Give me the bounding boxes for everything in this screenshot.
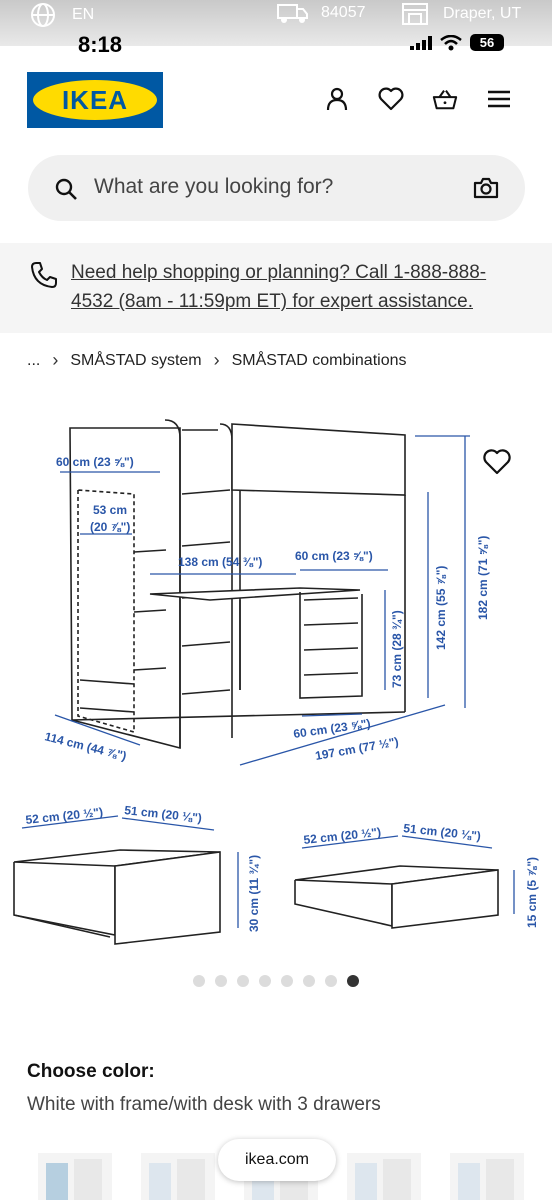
carousel-dots — [0, 975, 552, 987]
status-time: 8:18 — [78, 32, 123, 57]
dimension-label: 197 cm (77 ½") — [314, 735, 400, 763]
carousel-dot[interactable] — [215, 975, 227, 987]
dimension-label: 73 cm (28 ¾") — [390, 610, 404, 688]
dimension-label: 52 cm (20 ½") — [25, 805, 104, 827]
site-header: IKEA — [0, 56, 552, 146]
dimension-label: 60 cm (23 ⅝") — [292, 716, 371, 741]
color-option[interactable] — [38, 1153, 112, 1200]
dimension-label: 138 cm (54 ⅜") — [178, 555, 262, 569]
camera-search-icon[interactable] — [473, 177, 499, 199]
truck-icon — [277, 4, 308, 23]
language-selector[interactable]: EN — [30, 2, 94, 28]
signal-icon — [410, 35, 432, 50]
breadcrumb-item-smastad-combinations[interactable]: SMÅSTAD combinations — [231, 351, 407, 369]
breadcrumb: ... › SMÅSTAD system › SMÅSTAD combinati… — [27, 350, 407, 371]
dimension-label: 52 cm (20 ½") — [303, 825, 382, 847]
product-dimension-image[interactable]: 60 cm (23 ⅝") 53 cm (20 ⅞") 138 cm (54 ⅜… — [0, 405, 552, 965]
search-bar[interactable]: What are you looking for? — [28, 155, 525, 221]
breadcrumb-item-smastad-system[interactable]: SMÅSTAD system — [70, 351, 202, 369]
dimension-label: 51 cm (20 ⅛") — [403, 821, 482, 843]
carousel-dot[interactable] — [193, 975, 205, 987]
wifi-icon — [440, 34, 462, 50]
ikea-logo[interactable]: IKEA — [27, 72, 163, 128]
dimension-label: (20 ⅞") — [90, 520, 130, 534]
breadcrumb-ellipsis[interactable]: ... — [27, 351, 41, 369]
help-banner: Need help shopping or planning? Call 1-8… — [0, 243, 552, 333]
color-option[interactable] — [347, 1153, 421, 1200]
dimension-label: 182 cm (71 ⅝") — [476, 536, 490, 620]
store-icon — [402, 3, 428, 25]
zip-label: 84057 — [321, 4, 366, 21]
dimension-label: 142 cm (55 ⅞") — [434, 566, 448, 650]
selected-color-value: White with frame/with desk with 3 drawer… — [27, 1094, 381, 1115]
language-label: EN — [72, 6, 95, 23]
favorites-icon[interactable] — [378, 86, 404, 112]
store-selector[interactable]: Draper, UT — [401, 2, 521, 26]
battery-icon: 56 — [470, 34, 504, 51]
favorite-heart-icon[interactable] — [483, 449, 511, 475]
choose-color-label: Choose color: — [27, 1061, 155, 1082]
chevron-right-icon: › — [213, 350, 220, 370]
system-icons: 56 — [410, 34, 504, 51]
globe-icon — [31, 3, 55, 27]
carousel-dot-active[interactable] — [347, 975, 359, 987]
dimension-label: 114 cm (44 ⅞") — [43, 729, 128, 763]
chevron-right-icon: › — [52, 350, 59, 370]
search-icon — [55, 178, 77, 200]
dimension-label: 53 cm — [93, 503, 127, 517]
account-icon[interactable] — [324, 86, 350, 112]
browser-url-bar[interactable]: ikea.com — [218, 1139, 336, 1181]
search-input[interactable]: What are you looking for? — [94, 175, 334, 198]
carousel-dot[interactable] — [237, 975, 249, 987]
help-link[interactable]: Need help shopping or planning? Call 1-8… — [71, 262, 487, 312]
carousel-dot[interactable] — [281, 975, 293, 987]
color-option[interactable] — [141, 1153, 215, 1200]
carousel-dot[interactable] — [325, 975, 337, 987]
dimension-label: 30 cm (11 ¾") — [247, 855, 261, 932]
dimension-label: 60 cm (23 ⅝") — [295, 549, 373, 563]
dimension-label: 51 cm (20 ⅛") — [124, 803, 203, 825]
color-option[interactable] — [450, 1153, 524, 1200]
carousel-dot[interactable] — [259, 975, 271, 987]
dimension-label: 15 cm (5 ⅞") — [525, 857, 539, 928]
logo-text: IKEA — [33, 80, 157, 120]
header-icons — [324, 86, 512, 112]
menu-icon[interactable] — [486, 86, 512, 112]
carousel-dot[interactable] — [303, 975, 315, 987]
cart-icon[interactable] — [432, 86, 458, 112]
phone-icon — [31, 262, 57, 288]
store-label: Draper, UT — [443, 5, 522, 22]
dimension-label: 60 cm (23 ⅝") — [56, 455, 134, 469]
status-strip: EN 84057 Draper, UT 8:18 56 — [0, 0, 552, 57]
zip-selector[interactable]: 84057 — [277, 2, 366, 24]
